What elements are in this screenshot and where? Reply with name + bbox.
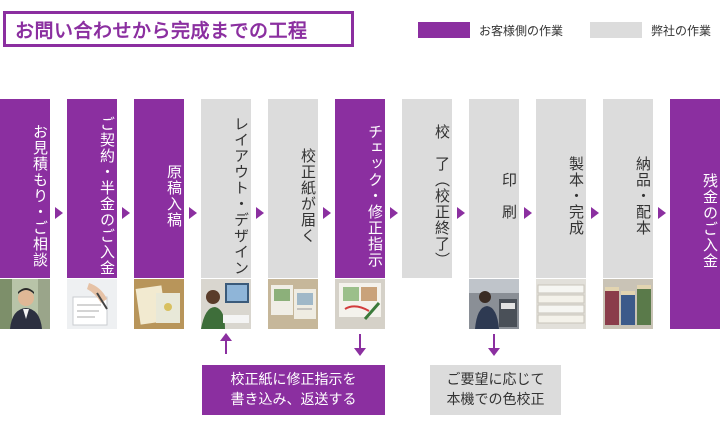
step-label: チェック・修正指示 (366, 123, 384, 268)
photo-proof-sheets (268, 279, 318, 329)
step-label: 印 刷 (500, 171, 518, 220)
legend-customer: お客様側の作業 (418, 22, 563, 38)
photo-contract-signing (67, 279, 117, 329)
step-manuscript: 原稿入稿 (134, 99, 184, 278)
flow-arrow-icon (122, 207, 130, 219)
photo-printing-press (469, 279, 519, 329)
step-contract: ご契約・半金のご入金 (67, 99, 117, 278)
arrow-down-icon (488, 348, 500, 356)
arrow-up-line (225, 340, 227, 354)
step-label: 校正紙が届く (299, 147, 317, 244)
step-label: お見積もり・ご相談 (31, 123, 49, 268)
flow-arrow-icon (256, 207, 264, 219)
legend-customer-swatch (418, 22, 470, 38)
flow-arrow-icon (55, 207, 63, 219)
step-layout-design: レイアウト・デザイン (201, 99, 251, 278)
flow-arrow-icon (390, 207, 398, 219)
step-label: 校 了（校正終了） (433, 123, 451, 268)
note-line: 校正紙に修正指示を (230, 372, 357, 388)
step-proof-complete: 校 了（校正終了） (402, 99, 452, 278)
flow-arrow-icon (658, 207, 666, 219)
step-label: 製本・完成 (567, 155, 585, 236)
legend-customer-label: お客様側の作業 (479, 23, 564, 38)
arrow-up-icon (220, 333, 232, 341)
legend-company: 弊社の作業 (590, 22, 711, 38)
legend-company-swatch (590, 22, 642, 38)
note-line: ご要望に応じて (446, 372, 545, 388)
page-title: お問い合わせから完成までの工程 (15, 19, 308, 42)
step-estimate: お見積もり・ご相談 (0, 99, 50, 278)
page-title-box: お問い合わせから完成までの工程 (3, 11, 354, 47)
flow-arrow-icon (524, 207, 532, 219)
note-line: 書き込み、返送する (230, 392, 357, 408)
step-proof-arrives: 校正紙が届く (268, 99, 318, 278)
step-check-correction: チェック・修正指示 (335, 99, 385, 278)
photo-correction-marks (335, 279, 385, 329)
photo-manuscript (134, 279, 184, 329)
step-label: レイアウト・デザイン (232, 115, 250, 276)
step-printing: 印 刷 (469, 99, 519, 278)
photo-bound-books (536, 279, 586, 329)
photo-book-stacks (603, 279, 653, 329)
note-color-proof: ご要望に応じて 本機での色校正 (430, 365, 561, 415)
step-label: ご契約・半金のご入金 (98, 115, 116, 276)
step-label: 原稿入稿 (165, 163, 183, 228)
legend-company-label: 弊社の作業 (651, 23, 712, 38)
arrow-down-line (359, 334, 361, 348)
step-binding: 製本・完成 (536, 99, 586, 278)
flow-arrow-icon (189, 207, 197, 219)
flow-arrow-icon (323, 207, 331, 219)
step-final-payment: 残金のご入金 (670, 99, 720, 329)
note-proof-return: 校正紙に修正指示を 書き込み、返送する (202, 365, 385, 415)
step-label: 納品・配本 (634, 155, 652, 236)
step-label: 残金のご入金 (701, 173, 719, 269)
photo-designer-at-pc (201, 279, 251, 329)
photo-consultant (0, 279, 50, 329)
flow-arrow-icon (457, 207, 465, 219)
flow-arrow-icon (591, 207, 599, 219)
step-delivery: 納品・配本 (603, 99, 653, 278)
arrow-down-line (493, 334, 495, 348)
arrow-down-icon (354, 348, 366, 356)
note-line: 本機での色校正 (446, 392, 545, 408)
